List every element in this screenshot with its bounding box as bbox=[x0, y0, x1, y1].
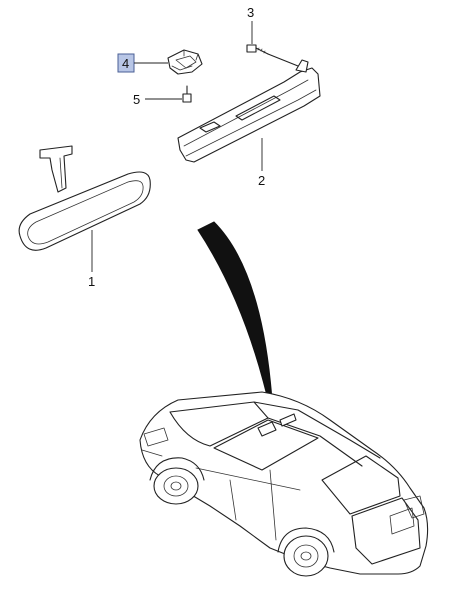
location-arrow bbox=[197, 221, 273, 401]
part-4-bracket[interactable]: 4 bbox=[117, 49, 203, 75]
callout-5-label: 5 bbox=[133, 92, 140, 107]
part-3-screw[interactable]: 3 bbox=[246, 5, 269, 55]
screw-shank bbox=[255, 47, 269, 55]
bracket-body bbox=[167, 49, 203, 75]
screw-head bbox=[246, 44, 257, 53]
vehicle-overview bbox=[139, 391, 429, 577]
callout-3-label: 3 bbox=[247, 5, 254, 20]
vanity-mirror bbox=[235, 95, 281, 121]
front-wheel bbox=[153, 467, 199, 505]
mirror-stem bbox=[39, 145, 73, 193]
mirror-glass bbox=[27, 180, 144, 245]
part-2-sun-visor[interactable]: 2 bbox=[177, 53, 321, 188]
callout-2-label: 2 bbox=[258, 173, 265, 188]
screw-head bbox=[182, 93, 192, 103]
rear-window bbox=[321, 455, 401, 515]
mirror-housing bbox=[18, 171, 151, 251]
visor-location-marker bbox=[257, 421, 277, 437]
visor-pivot bbox=[295, 59, 309, 73]
part-5-screw[interactable]: 5 bbox=[133, 85, 192, 107]
windshield bbox=[169, 401, 269, 447]
rear-wheel bbox=[283, 535, 329, 577]
callout-4-label: 4 bbox=[122, 56, 129, 71]
callout-1-label: 1 bbox=[88, 274, 95, 289]
vehicle-body bbox=[139, 391, 429, 575]
part-1-mirror[interactable]: 1 bbox=[18, 145, 151, 289]
visor-body bbox=[177, 67, 321, 163]
